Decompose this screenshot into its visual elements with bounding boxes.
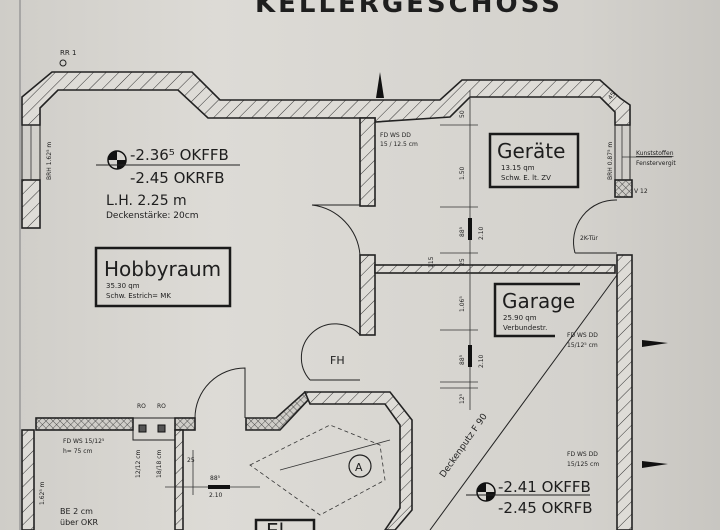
rr-label: RR 1	[60, 49, 76, 57]
fh-door-swing	[300, 323, 361, 381]
dimension-label: 25	[459, 258, 466, 266]
dimension-label: 1.06⁵	[459, 296, 466, 312]
hobby-okffb: -2.36⁵ OKFFB	[130, 146, 229, 164]
dimension-label: 25	[187, 457, 195, 464]
be-label: BE 2 cm	[60, 507, 93, 516]
ro-label-1: RO	[137, 403, 146, 410]
hobby-okrfb: -2.45 OKRFB	[130, 169, 225, 187]
bottom-vertical-wall	[174, 429, 184, 530]
dimension-label: 2.10	[209, 492, 223, 499]
dimension-label: 88⁵	[459, 354, 466, 365]
exterior-marker-icon	[642, 461, 668, 468]
fh-label: FH	[330, 354, 345, 367]
level-marker-hobby: -2.36⁵ OKFFB -2.45 OKRFB L.H. 2.25 m Dec…	[96, 146, 240, 221]
window-garage2-label: FD WS DD	[567, 451, 598, 458]
garage-okffb: -2.41 OKFFB	[498, 478, 591, 496]
dimension-lines	[165, 90, 478, 495]
north-arrow-icon	[376, 72, 384, 98]
bottom-wall-left	[35, 417, 134, 431]
exterior-marker-icon	[642, 340, 668, 347]
room-name: Hobbyraum	[104, 257, 221, 281]
dimension-label: 50	[459, 110, 466, 118]
window-garage2-size: 15/125 cm	[567, 461, 599, 468]
kunststoff-label: Kunststoffen	[636, 150, 674, 157]
brh-bottom: 1.62⁵ m	[39, 481, 46, 505]
ro-dim-1: 12/12 cm	[135, 450, 142, 478]
section-label: A	[355, 461, 363, 474]
zk-door-swing	[573, 199, 618, 254]
room-garage: Garage 25.90 qm Verbundestr.	[493, 282, 580, 338]
page-title: KELLERGESCHOSS	[255, 0, 563, 19]
hobby-geraete-wall-upper	[359, 117, 376, 207]
window-bottom-label: FD WS 15/12⁵	[63, 438, 105, 445]
bottom-wall-mid	[174, 417, 196, 431]
be-label-2: über OKR	[60, 518, 98, 527]
hobby-door-swing	[311, 204, 361, 256]
brh-right: BRH 0.87⁵ m	[607, 142, 614, 180]
deckenputz-line	[429, 274, 618, 530]
hobby-slab-thickness: Deckenstärke: 20cm	[106, 211, 198, 221]
walls	[21, 71, 633, 530]
dimension-labels: 50 1.50 88⁵ 2.10 25 115 1.06⁵ 88⁵ 2.10 1…	[187, 110, 485, 499]
garage-right-wall	[616, 254, 633, 530]
room-floor: Schw. E. lt. ZV	[501, 174, 551, 182]
room-geraete: Geräte 13.15 qm Schw. E. lt. ZV	[488, 132, 580, 189]
room-floor: Schw. Estrich= MK	[106, 292, 171, 300]
zk-door-label: 2K-Tür	[580, 235, 598, 242]
window-garage1-size: 15/12⁵ cm	[567, 342, 598, 349]
window-geraete-label: FD WS DD	[380, 132, 411, 139]
ro-label-2: RO	[157, 403, 166, 410]
window-geraete-size: 15 / 12.5 cm	[380, 141, 418, 148]
dimension-label: 88⁵	[459, 226, 466, 237]
octagon-wall	[303, 391, 413, 530]
room-area: 13.15 qm	[501, 164, 535, 172]
window-garage1-label: FD WS DD	[567, 332, 598, 339]
room-name: Garage	[502, 289, 575, 313]
v12-label: V 12	[634, 188, 648, 195]
dimension-label: 2.10	[478, 354, 485, 368]
hobby-clear-height: L.H. 2.25 m	[106, 193, 187, 209]
room-hobbyraum: Hobbyraum 35.30 qm Schw. Estrich= MK	[94, 246, 232, 308]
bottom-left-wall	[21, 429, 35, 530]
dimension-label: 115	[428, 256, 435, 268]
top-exterior-wall	[21, 71, 631, 126]
corner-dim: 45	[607, 91, 617, 101]
room-name: El	[266, 519, 284, 530]
windows	[21, 124, 672, 181]
dimension-label: 88⁵	[210, 475, 221, 482]
room-name: Geräte	[497, 139, 565, 163]
room-floor: Verbundestr.	[503, 324, 547, 332]
window-bottom-height: h= 75 cm	[63, 448, 93, 455]
dimension-label: 1.50	[459, 166, 466, 180]
doors	[194, 199, 618, 419]
room-bottom-partial: El	[254, 518, 316, 530]
ro-dim-2: 18/18 cm	[156, 450, 163, 478]
dimension-label: 12⁵	[459, 393, 466, 404]
room-area: 35.30 qm	[106, 282, 140, 290]
fenstergitter-label: Fenstervergit	[636, 160, 676, 167]
left-wall-segment	[21, 179, 41, 229]
dimension-label: 2.10	[478, 226, 485, 240]
garage-okrfb: -2.45 OKRFB	[498, 499, 593, 517]
level-marker-garage: -2.41 OKFFB -2.45 OKRFB	[466, 478, 593, 517]
garage-left-wall	[359, 254, 376, 336]
room-area: 25.90 qm	[503, 314, 537, 322]
right-window	[614, 124, 631, 181]
stair-detail: A	[249, 274, 618, 530]
bottom-door-swing	[194, 367, 246, 419]
brh-left: BRH 1.62⁵ m	[46, 142, 53, 180]
section-marker	[348, 454, 372, 478]
geraete-garage-wall	[374, 264, 616, 274]
column-v12	[614, 179, 633, 198]
